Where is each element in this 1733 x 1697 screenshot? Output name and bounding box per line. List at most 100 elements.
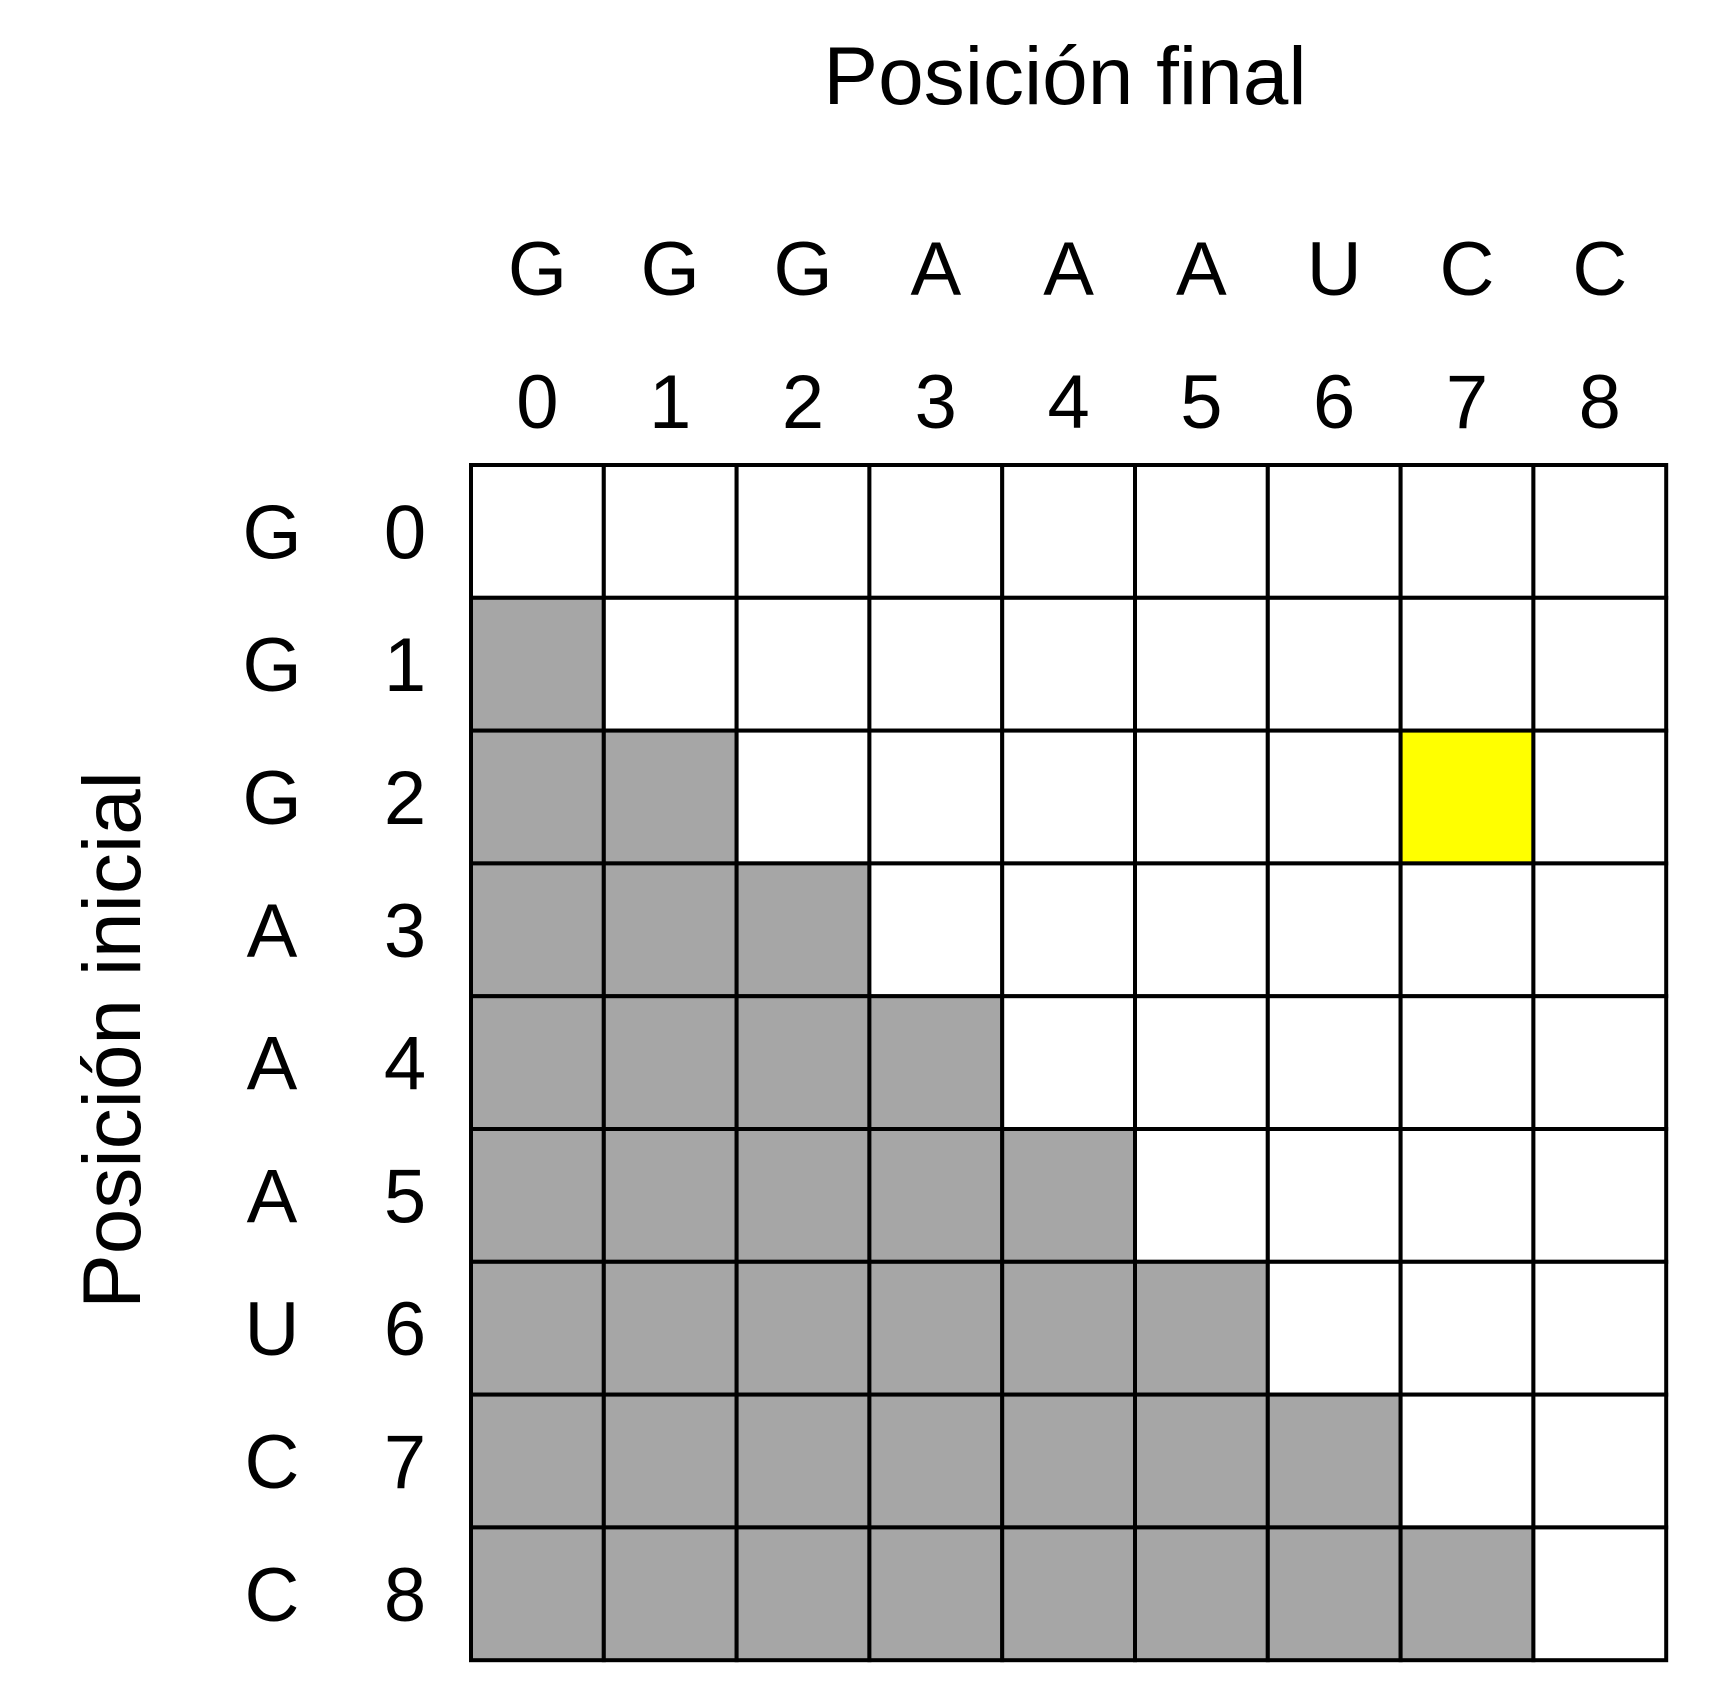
matrix-cell — [867, 463, 1005, 600]
matrix-cell — [1531, 1127, 1669, 1264]
matrix-cell-shaded — [734, 994, 872, 1132]
column-index-label: 8 — [1579, 360, 1621, 445]
row-index-label: 1 — [384, 623, 426, 708]
column-index-label: 2 — [782, 360, 824, 445]
matrix-cell — [1531, 994, 1669, 1132]
row-index-label: 7 — [384, 1420, 426, 1505]
matrix-cell-shaded — [734, 1127, 872, 1264]
matrix-cell-shaded — [734, 1525, 872, 1663]
matrix-cell — [1000, 861, 1138, 999]
row-letter-label: C — [245, 1420, 300, 1505]
matrix-cell-shaded — [1265, 1525, 1403, 1663]
matrix-cell-shaded — [734, 1392, 872, 1530]
matrix-cell — [1531, 595, 1669, 733]
matrix-cell-shaded — [1000, 1127, 1138, 1264]
matrix-cell-shaded — [469, 1259, 606, 1397]
column-index-label: 6 — [1313, 360, 1355, 445]
matrix-cell-shaded — [867, 1392, 1005, 1530]
matrix-cell — [734, 728, 872, 866]
row-letter-label: G — [242, 623, 301, 708]
row-index-label: 3 — [384, 889, 426, 974]
row-letter-label: G — [242, 756, 301, 841]
matrix-cell-shaded — [469, 595, 606, 733]
matrix-cell — [867, 728, 1005, 866]
matrix-cell-shaded — [1265, 1392, 1403, 1530]
matrix-cell — [1531, 463, 1669, 600]
row-letter-label: C — [245, 1553, 300, 1638]
matrix-cell — [1133, 861, 1270, 999]
matrix-cell-highlighted — [1398, 728, 1536, 866]
column-letter-label: U — [1307, 227, 1362, 312]
column-index-label: 0 — [516, 360, 558, 445]
column-letter-label: A — [1043, 227, 1094, 312]
matrix-cell — [1398, 861, 1536, 999]
matrix-cell — [601, 463, 739, 600]
matrix-cell-shaded — [734, 1259, 872, 1397]
top-axis-title: Posición final — [823, 31, 1306, 122]
column-letter-label: A — [1176, 227, 1227, 312]
matrix-cell-shaded — [1000, 1392, 1138, 1530]
column-letter-label: A — [910, 227, 961, 312]
matrix-cell — [1265, 861, 1403, 999]
matrix-cell — [1398, 595, 1536, 733]
row-index-label: 8 — [384, 1553, 426, 1638]
matrix-cell-shaded — [1398, 1525, 1536, 1663]
matrix-cell — [1000, 728, 1138, 866]
matrix-cell — [1265, 463, 1403, 600]
matrix-cell-shaded — [1133, 1259, 1270, 1397]
matrix-cell — [1531, 861, 1669, 999]
row-letter-label: A — [247, 1022, 298, 1107]
matrix-cell — [1265, 595, 1403, 733]
matrix-cell-shaded — [601, 1127, 739, 1264]
matrix-cell-shaded — [469, 1392, 606, 1530]
column-letter-label: C — [1440, 227, 1495, 312]
matrix-cell — [1000, 463, 1138, 600]
matrix-cell — [1265, 1259, 1403, 1397]
matrix-cell-shaded — [601, 861, 739, 999]
matrix-cell — [1265, 1127, 1403, 1264]
matrix-cell — [1398, 1127, 1536, 1264]
matrix-cell — [1133, 994, 1270, 1132]
matrix-cell — [1265, 728, 1403, 866]
row-index-label: 4 — [384, 1022, 426, 1107]
matrix-cell-shaded — [734, 861, 872, 999]
column-index-label: 5 — [1180, 360, 1222, 445]
matrix-cell — [867, 861, 1005, 999]
matrix-cell — [1133, 1127, 1270, 1264]
matrix-cell-shaded — [601, 1525, 739, 1663]
matrix-cell — [601, 595, 739, 733]
matrix-cell — [1398, 994, 1536, 1132]
column-index-label: 7 — [1446, 360, 1488, 445]
matrix-cell-shaded — [1000, 1259, 1138, 1397]
left-axis-title: Posición inicial — [67, 771, 158, 1309]
matrix-cell-shaded — [1133, 1525, 1270, 1663]
matrix-cell — [734, 463, 872, 600]
matrix-cell — [734, 595, 872, 733]
matrix-cell — [1531, 1392, 1669, 1530]
matrix-cell-shaded — [1133, 1392, 1270, 1530]
matrix-cell — [1398, 1259, 1536, 1397]
matrix-cell — [1398, 1392, 1536, 1530]
matrix-cell — [867, 595, 1005, 733]
row-index-label: 6 — [384, 1287, 426, 1372]
row-letter-label: G — [242, 490, 301, 575]
matrix-cell-shaded — [867, 994, 1005, 1132]
matrix-grid — [469, 463, 1669, 1663]
matrix-cell — [1398, 463, 1536, 600]
matrix-cell — [469, 463, 606, 600]
row-index-label: 5 — [384, 1154, 426, 1239]
matrix-cell-shaded — [469, 1525, 606, 1663]
matrix-cell — [1531, 1259, 1669, 1397]
matrix-cell — [1000, 595, 1138, 733]
row-letter-label: A — [247, 1154, 298, 1239]
row-letter-label: A — [247, 889, 298, 974]
matrix-cell-shaded — [469, 1127, 606, 1264]
column-letter-label: G — [773, 227, 832, 312]
matrix-cell-shaded — [601, 1259, 739, 1397]
matrix-cell-shaded — [867, 1525, 1005, 1663]
matrix-cell-shaded — [601, 728, 739, 866]
